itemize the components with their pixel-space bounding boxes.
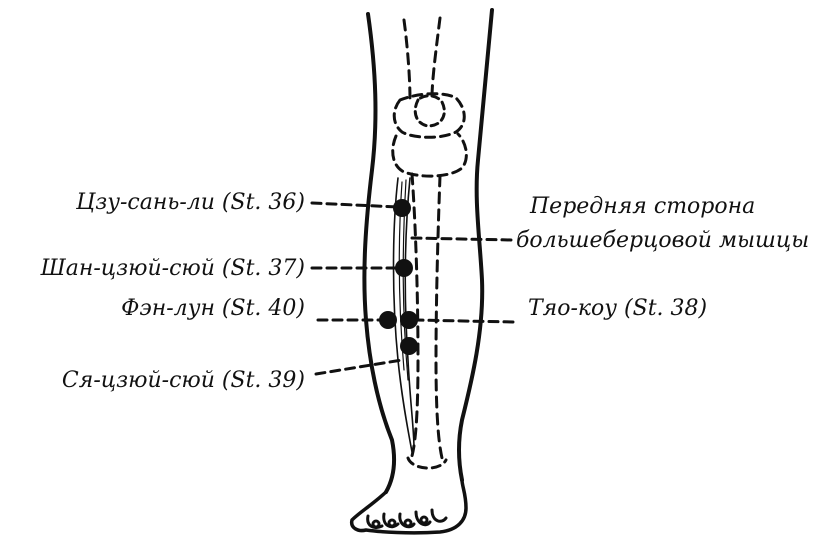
femur: [404, 18, 440, 100]
toes: [368, 510, 446, 528]
leader-muscle: [412, 238, 512, 240]
patella: [415, 96, 444, 126]
label-st36: Цзу-сань-ли (St. 36): [76, 192, 305, 214]
point-st38: [400, 311, 418, 329]
point-st37: [395, 259, 413, 277]
point-st36: [393, 199, 411, 217]
leader-st38: [414, 320, 514, 322]
label-st40: Фэн-лун (St. 40): [121, 298, 305, 320]
leg-outline-left: [364, 14, 394, 492]
tibia-head: [393, 134, 467, 176]
leader-st39: [316, 360, 402, 374]
label-muscle-line2: большеберцовой мышцы: [516, 230, 809, 252]
label-muscle-line1: Передняя сторона: [530, 196, 755, 218]
ankle-joint: [408, 458, 446, 468]
label-st37: Шан-цзюй-сюй (St. 37): [41, 258, 305, 280]
tibia-right: [436, 176, 442, 458]
point-st40: [379, 311, 397, 329]
knee-joint: [394, 94, 464, 138]
leg-outline-right: [459, 10, 492, 480]
leader-st36: [312, 203, 398, 207]
acupoints: [379, 199, 418, 355]
point-st39: [400, 337, 418, 355]
label-st38: Тяо-коу (St. 38): [528, 298, 707, 320]
label-st39: Ся-цзюй-сюй (St. 39): [62, 370, 305, 392]
